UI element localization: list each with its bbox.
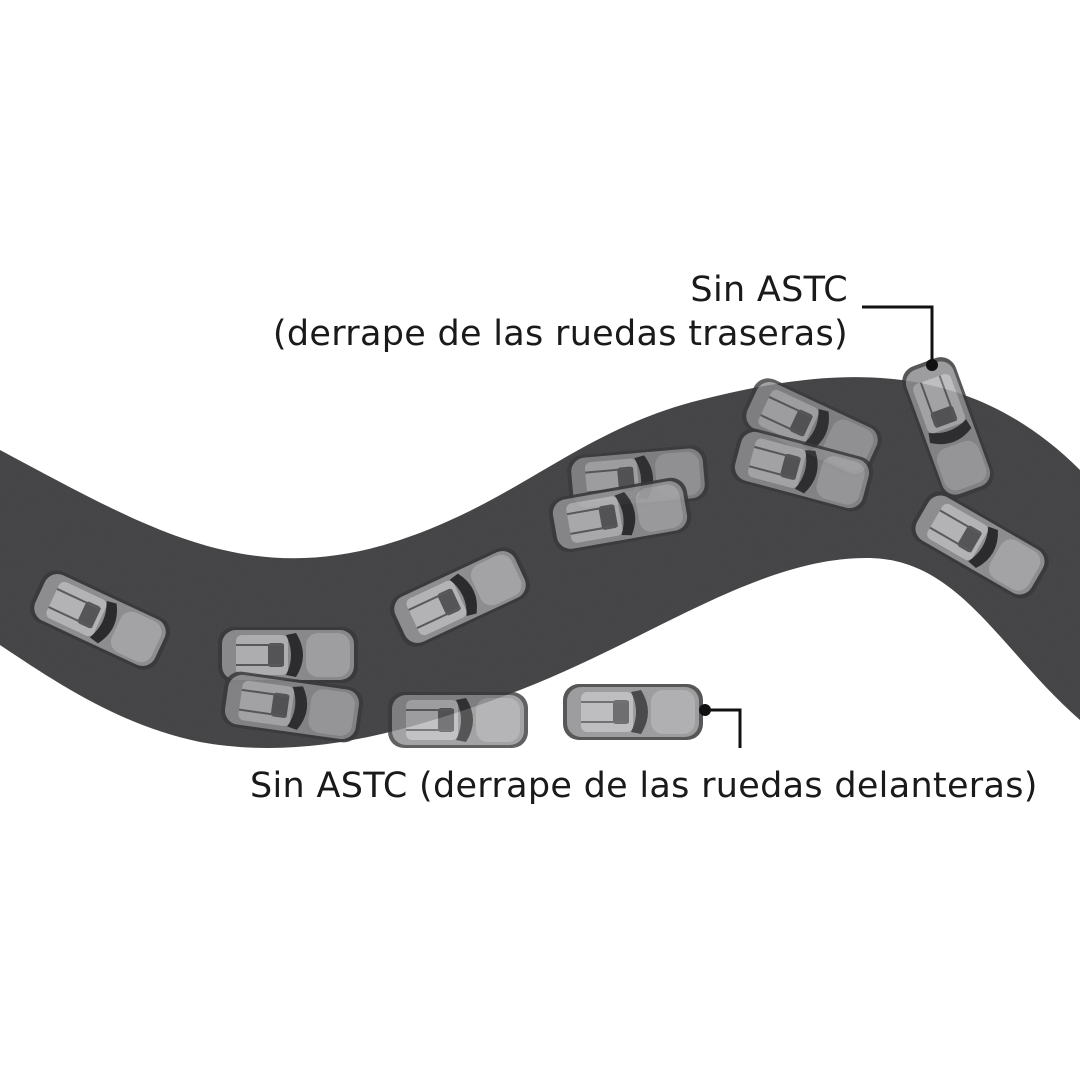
rear-skid-title: Sin ASTC — [690, 270, 848, 310]
car — [562, 683, 704, 741]
callout-rear — [862, 305, 938, 371]
car — [387, 691, 529, 749]
front-skid-label: Sin ASTC (derrape de las ruedas delanter… — [250, 766, 1038, 806]
road — [0, 377, 1080, 748]
rear-skid-subtitle: (derrape de las ruedas traseras) — [272, 314, 848, 354]
rear-skid-label: Sin ASTC (derrape de las ruedas traseras… — [273, 268, 848, 356]
callout-front — [699, 704, 742, 748]
